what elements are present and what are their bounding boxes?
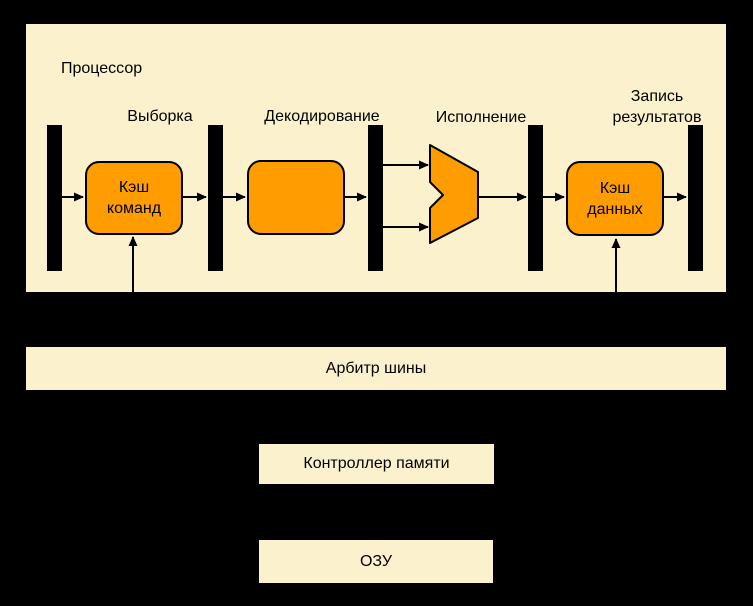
data-cache-block: Кэш данных — [566, 161, 664, 236]
memory-controller-block: Контроллер памяти — [257, 442, 496, 486]
data-cache-label: Кэш данных — [587, 179, 643, 218]
pipeline-register-bar-3 — [368, 125, 383, 271]
pipeline-register-bar-2 — [208, 125, 223, 271]
instruction-cache-block: Кэш команд — [85, 161, 183, 235]
instruction-cache-label: Кэш команд — [106, 179, 162, 217]
stage-label-writeback: Запись результатов — [612, 88, 702, 126]
ram-label: ОЗУ — [359, 552, 393, 570]
stage-label-decode: Декодирование — [264, 108, 380, 125]
processor-label: Процессор — [61, 60, 143, 77]
stage-label-fetch: Выборка — [127, 108, 193, 125]
memory-controller-label: Контроллер памяти — [303, 455, 450, 472]
pipeline-register-bar-5 — [688, 125, 703, 271]
bus-arbiter-label: Арбитр шины — [325, 359, 427, 377]
pipeline-register-bar-1 — [47, 125, 62, 271]
bus-arbiter-block: Арбитр шины — [24, 345, 728, 392]
ram-block: ОЗУ — [257, 538, 495, 585]
decode-unit-block — [247, 160, 345, 235]
stage-label-execute: Исполнение — [435, 109, 527, 126]
pipeline-register-bar-4 — [528, 125, 543, 271]
